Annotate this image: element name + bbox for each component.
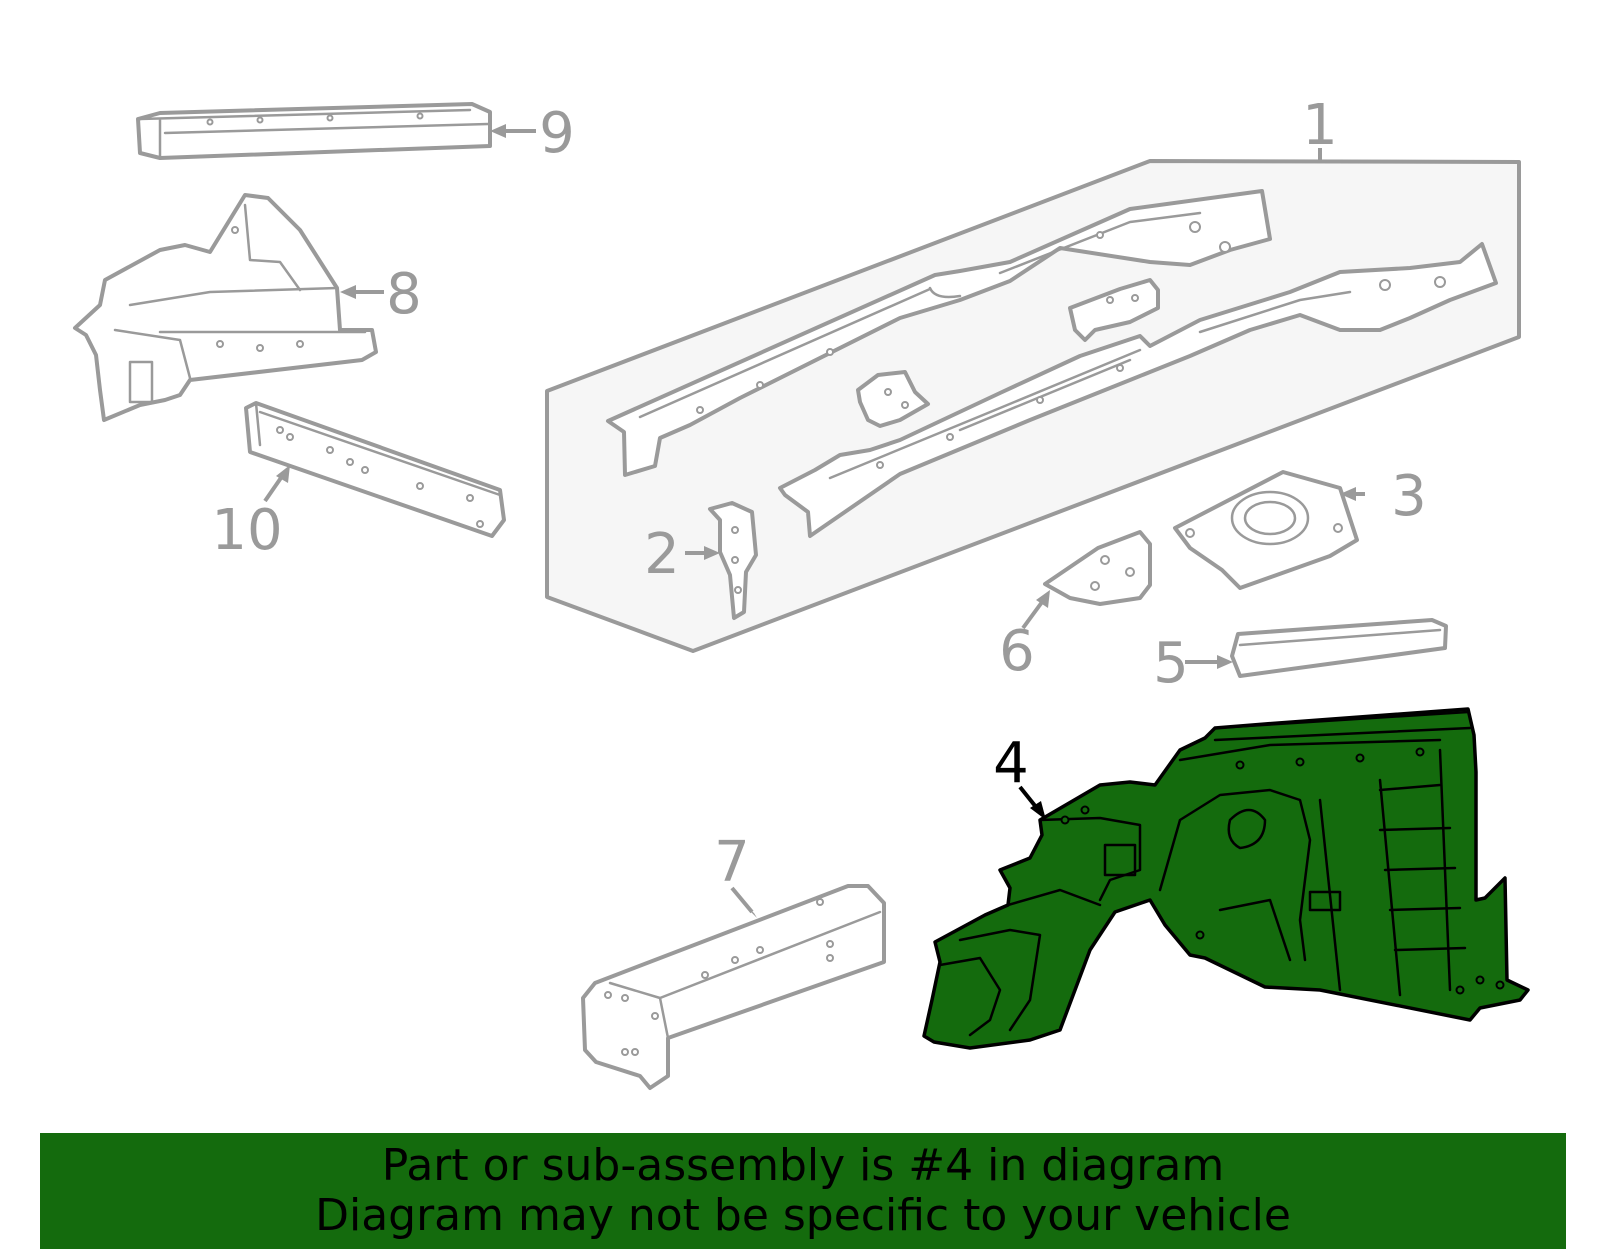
label-1: 1: [1302, 93, 1338, 158]
part-9-tube[interactable]: [136, 102, 492, 160]
part-1-lower-rail[interactable]: [778, 242, 1498, 538]
label-7: 7: [714, 830, 750, 895]
part-2-bracket[interactable]: [708, 501, 758, 620]
label-8: 8: [386, 262, 422, 327]
part-4-apron-panel[interactable]: [922, 707, 1530, 1050]
info-banner: Part or sub-assembly is #4 in diagram Di…: [40, 1133, 1566, 1249]
part-8-frame-section[interactable]: [73, 193, 378, 422]
banner-line-2: Diagram may not be specific to your vehi…: [315, 1190, 1291, 1241]
label-5: 5: [1153, 631, 1189, 696]
label-2: 2: [644, 522, 680, 587]
label-9: 9: [539, 101, 575, 166]
part-1-upper-rail[interactable]: [606, 189, 1272, 477]
part-10-beam[interactable]: [244, 401, 506, 538]
part-7-beam[interactable]: [581, 884, 886, 1090]
part-1-bracket-upper[interactable]: [1068, 278, 1160, 342]
banner-line-1: Part or sub-assembly is #4 in diagram: [381, 1140, 1225, 1191]
label-6: 6: [999, 619, 1035, 684]
part-5-bar[interactable]: [1230, 618, 1448, 678]
part-6-bracket[interactable]: [1043, 530, 1152, 606]
label-10: 10: [211, 498, 282, 563]
label-4: 4: [993, 731, 1029, 796]
part-1-bracket-lower[interactable]: [856, 370, 930, 428]
callout-arrows: [263, 124, 1365, 918]
label-3: 3: [1391, 464, 1427, 529]
part-3-mount[interactable]: [1173, 470, 1359, 590]
